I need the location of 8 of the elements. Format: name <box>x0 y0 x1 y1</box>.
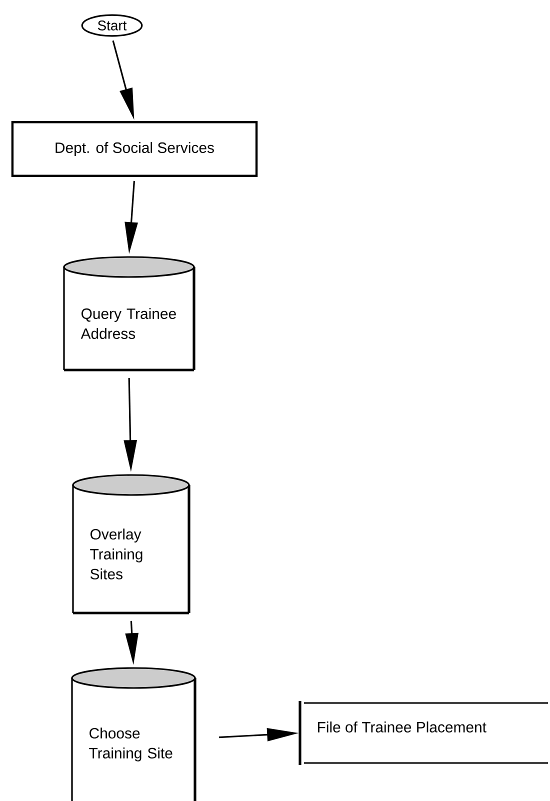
data-store: File of Trainee Placement <box>298 701 548 765</box>
node-label: Overlay Training Sites <box>90 528 142 580</box>
node-label: Query Trainee Address <box>80 308 176 339</box>
process-box: Dept. of Social Services <box>11 121 258 177</box>
database-cylinder: Choose Training Site <box>71 667 196 801</box>
database-cylinder: Overlay Training Sites <box>72 474 190 614</box>
node-label: Choose Training Site <box>89 728 172 762</box>
database-cylinder: Query Trainee Address <box>63 256 196 372</box>
